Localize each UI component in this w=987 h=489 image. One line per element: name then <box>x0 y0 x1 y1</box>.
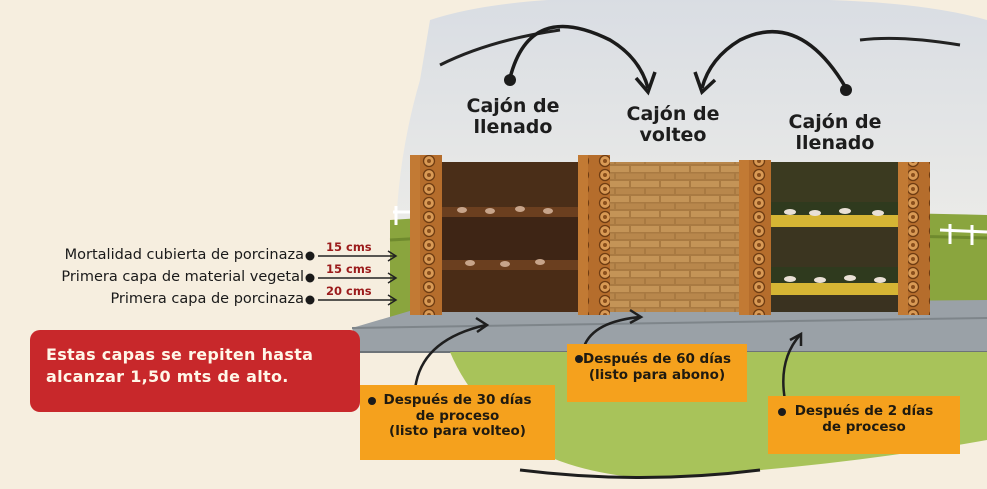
layer-label-3: Primera capa de porcinaza <box>110 291 304 307</box>
bin-title-right: Cajón de llenado <box>780 111 890 155</box>
concrete-slab <box>352 300 987 352</box>
layer-thickness-1: 15 cms <box>326 240 372 254</box>
layer-label-1: Mortalidad cubierta de porcinaza <box>64 247 304 263</box>
bin-filling-left <box>440 162 580 312</box>
stage-pointers <box>413 308 803 401</box>
stage-30-line2: de proceso <box>415 407 500 424</box>
layer-thickness-2: 15 cms <box>326 262 372 276</box>
stage-box-30-days: Después de 30 días de proceso (listo par… <box>360 385 555 460</box>
bin-filling-right <box>770 162 900 312</box>
stage-box-2-days: Después de 2 días de proceso <box>768 396 960 454</box>
stage-60-line2: (listo para abono) <box>588 366 726 383</box>
bin-title-middle-line1: Cajón de <box>626 103 720 125</box>
sky-outline <box>439 28 961 67</box>
turning-arrows <box>508 24 848 96</box>
stage-60-line1: Después de 60 días <box>582 351 731 367</box>
bin-title-left-line2: llenado <box>473 116 553 139</box>
bin-title-right-line1: Cajón de <box>788 111 882 133</box>
stage-dot-30 <box>368 397 376 405</box>
bin-title-left-line1: Cajón de <box>466 95 560 117</box>
stage-2-line1: Después de 2 días <box>794 403 934 419</box>
stage-box-60-days: Después de 60 días (listo para abono) <box>567 344 747 402</box>
arrow-start-dot-left <box>504 74 516 86</box>
layer-pointers <box>318 250 398 306</box>
stage-30-line1: Después de 30 días <box>383 392 532 408</box>
bin-title-left: Cajón de llenado <box>458 95 568 139</box>
layer-label-2: Primera capa de material vegetal <box>61 269 304 285</box>
repeat-layers-note: Estas capas se repiten hasta alcanzar 1,… <box>30 330 360 412</box>
bin-title-middle: Cajón de volteo <box>618 103 728 147</box>
stage-dot-2 <box>778 408 786 416</box>
fence <box>393 206 987 245</box>
bin-title-right-line2: llenado <box>795 132 875 155</box>
bin-turning-middle <box>605 162 740 312</box>
bin-title-middle-line2: volteo <box>639 124 707 147</box>
layer-thickness-3: 20 cms <box>326 284 372 298</box>
stage-30-line3: (listo para volteo) <box>389 423 526 440</box>
stage-2-line2: de proceso <box>822 418 906 435</box>
arrow-start-dot-right <box>840 84 852 96</box>
wooden-posts <box>410 155 930 315</box>
stage-dot-60 <box>575 355 583 363</box>
